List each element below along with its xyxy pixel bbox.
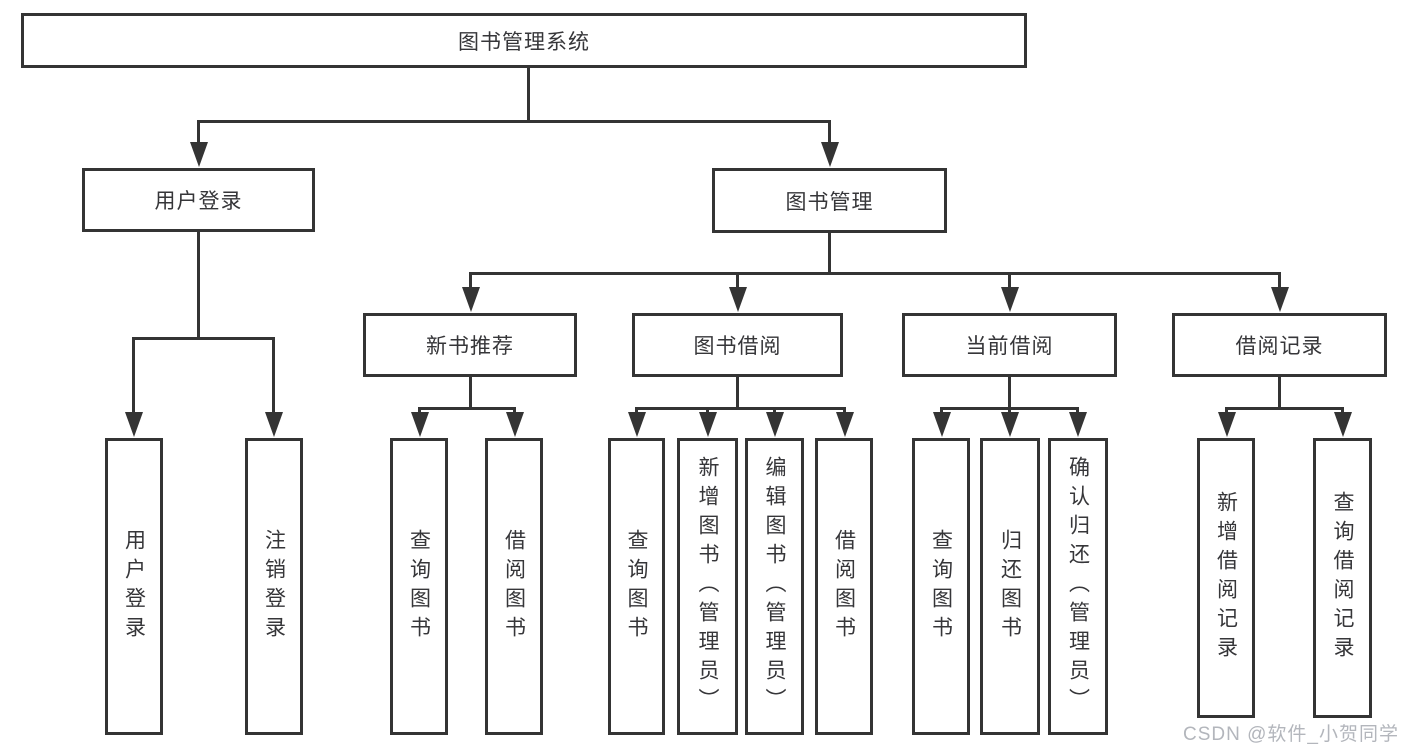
- node-new-books: 新书推荐: [363, 313, 577, 377]
- node-current-borrow-label: 当前借阅: [965, 335, 1054, 358]
- leaf-label: 查询借阅记录: [1331, 491, 1354, 665]
- leaf-current-query: 查询图书: [912, 438, 970, 735]
- node-book-mgmt: 图书管理: [712, 168, 947, 233]
- watermark-text: CSDN @软件_小贺同学: [1183, 724, 1399, 745]
- node-book-mgmt-label: 图书管理: [785, 190, 874, 214]
- leaf-newbooks-query: 查询图书: [390, 438, 448, 735]
- arrow-down-icon: [1068, 407, 1087, 437]
- leaf-label: 用户登录: [122, 528, 146, 645]
- leaf-label: 归还图书: [998, 528, 1022, 645]
- connector-line: [469, 377, 472, 407]
- connector-line: [469, 272, 1281, 275]
- node-user-login-label: 用户登录: [154, 190, 243, 213]
- leaf-label: 新增图书（管理员）: [696, 456, 719, 717]
- arrow-down-icon: [765, 407, 784, 437]
- arrow-down-icon: [820, 120, 839, 167]
- leaf-label: 查询图书: [625, 528, 648, 645]
- leaf-label: 新增借阅记录: [1214, 491, 1238, 665]
- arrow-down-icon: [1000, 407, 1019, 437]
- arrow-down-icon: [835, 407, 854, 437]
- arrow-down-icon: [698, 407, 717, 437]
- connector-line: [527, 68, 530, 120]
- connector-line: [1278, 377, 1281, 407]
- leaf-label: 查询图书: [407, 528, 431, 645]
- arrow-down-icon: [1333, 407, 1352, 437]
- node-book-borrow-label: 图书借阅: [693, 335, 782, 358]
- leaf-label: 查询图书: [929, 528, 953, 645]
- arrow-down-icon: [932, 407, 951, 437]
- leaf-logout: 注销登录: [245, 438, 303, 735]
- arrow-down-icon: [264, 337, 283, 437]
- leaf-label: 注销登录: [262, 528, 286, 645]
- leaf-borrow-add-admin: 新增图书（管理员）: [677, 438, 738, 735]
- arrow-down-icon: [124, 337, 143, 437]
- connector-line: [197, 232, 200, 337]
- arrow-down-icon: [189, 120, 208, 167]
- connector-line: [1008, 377, 1011, 407]
- node-user-login: 用户登录: [82, 168, 315, 232]
- leaf-borrow-borrow: 借阅图书: [815, 438, 873, 735]
- connector-line: [1225, 407, 1344, 410]
- leaf-borrow-query: 查询图书: [608, 438, 665, 735]
- connector-line: [197, 120, 830, 123]
- leaf-user-login: 用户登录: [105, 438, 163, 735]
- node-root-label: 图书管理系统: [458, 30, 590, 54]
- arrow-down-icon: [461, 272, 480, 312]
- arrow-down-icon: [627, 407, 646, 437]
- connector-line: [828, 233, 831, 272]
- arrow-down-icon: [1000, 272, 1019, 312]
- leaf-label: 确认归还（管理员）: [1066, 456, 1090, 717]
- connector-line: [635, 407, 846, 410]
- leaf-current-confirm-admin: 确认归还（管理员）: [1048, 438, 1108, 735]
- arrow-down-icon: [1217, 407, 1236, 437]
- node-root: 图书管理系统: [21, 13, 1027, 68]
- leaf-records-add: 新增借阅记录: [1197, 438, 1255, 718]
- connector-line: [736, 377, 739, 407]
- leaf-label: 编辑图书（管理员）: [763, 456, 786, 717]
- node-book-borrow: 图书借阅: [632, 313, 843, 377]
- leaf-current-return: 归还图书: [980, 438, 1040, 735]
- leaf-borrow-edit-admin: 编辑图书（管理员）: [745, 438, 804, 735]
- leaf-label: 借阅图书: [502, 528, 526, 645]
- arrow-down-icon: [410, 407, 429, 437]
- node-borrow-records-label: 借阅记录: [1235, 335, 1324, 358]
- leaf-records-query: 查询借阅记录: [1313, 438, 1372, 718]
- node-new-books-label: 新书推荐: [426, 335, 514, 358]
- node-borrow-records: 借阅记录: [1172, 313, 1387, 377]
- arrow-down-icon: [505, 407, 524, 437]
- connector-line: [418, 407, 516, 410]
- node-current-borrow: 当前借阅: [902, 313, 1117, 377]
- leaf-newbooks-borrow: 借阅图书: [485, 438, 543, 735]
- connector-line: [132, 337, 275, 340]
- arrow-down-icon: [1270, 272, 1289, 312]
- arrow-down-icon: [728, 272, 747, 312]
- leaf-label: 借阅图书: [832, 528, 856, 645]
